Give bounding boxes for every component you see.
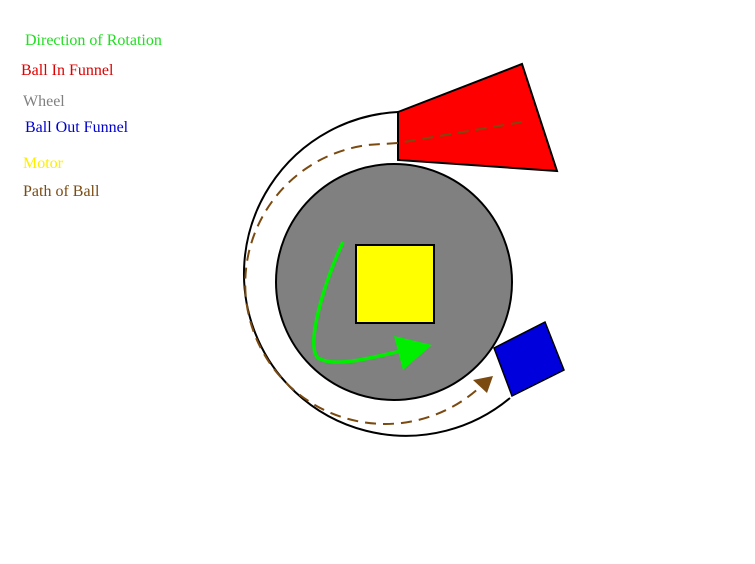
rotation-arrow-shaft (312, 241, 406, 364)
rotation-arrowhead (394, 336, 432, 370)
legend-ball-in-funnel: Ball In Funnel (21, 62, 114, 79)
motor (355, 244, 435, 324)
legend-ball-out-funnel: Ball Out Funnel (25, 119, 129, 136)
ball-path-arrowhead (473, 376, 493, 393)
legend-direction-of-rotation: Direction of Rotation (25, 32, 162, 49)
legend-path-of-ball: Path of Ball (23, 183, 100, 200)
legend-wheel: Wheel (23, 93, 65, 110)
legend-motor: Motor (23, 155, 63, 172)
ball-in-funnel (397, 62, 559, 173)
ball-out-funnel (493, 320, 565, 398)
ball-path (244, 121, 523, 425)
